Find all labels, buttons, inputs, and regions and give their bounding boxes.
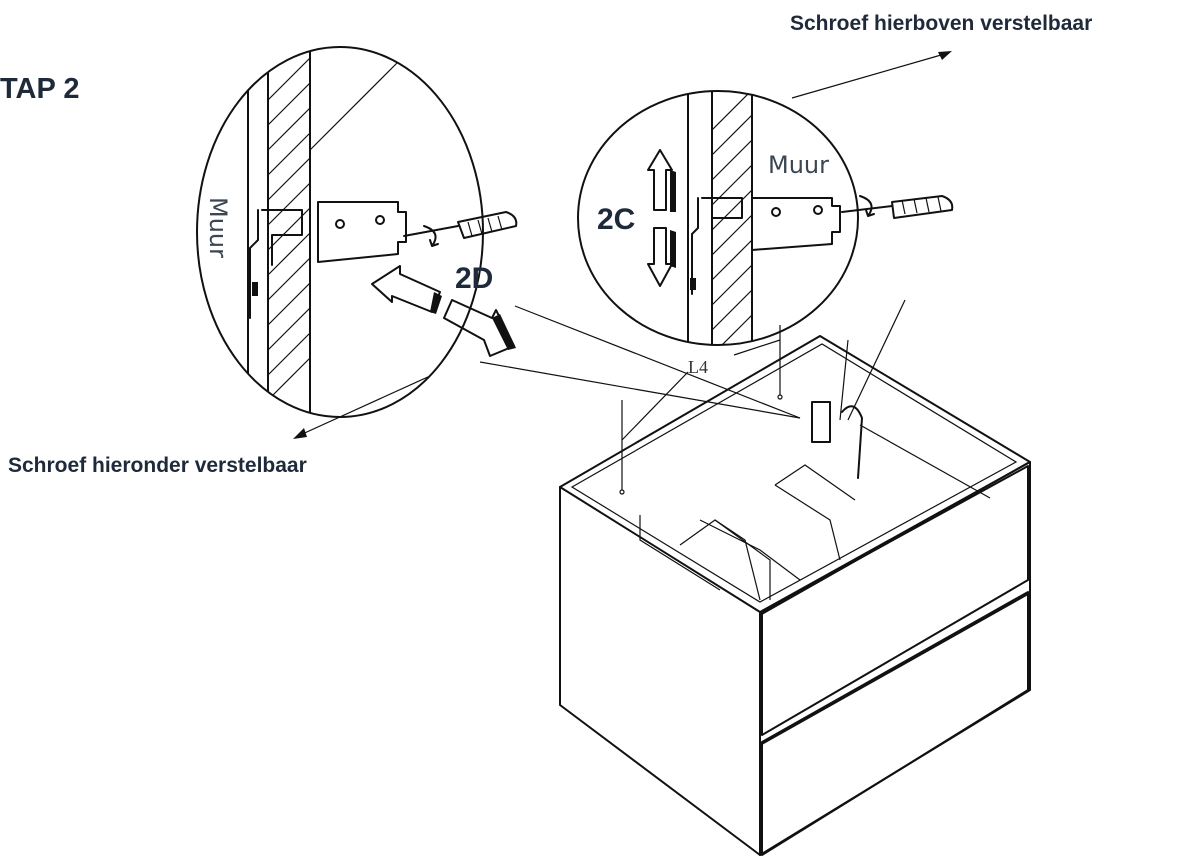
note-arrow-bottom — [293, 428, 307, 439]
vanity-cabinet — [559, 325, 1031, 856]
detail-circle-left — [196, 46, 518, 418]
note-arrow-top — [938, 51, 952, 60]
wall-label-right: Muur — [768, 151, 829, 179]
dimension-label: L4 — [688, 357, 708, 377]
callout-code-2d: 2D — [455, 262, 494, 295]
note-bottom: Schroef hieronder verstelbaar — [8, 454, 307, 477]
screwdriver-icon — [403, 211, 518, 239]
callout-code-2c: 2C — [597, 203, 636, 236]
upper-drawer-front — [761, 465, 1029, 736]
cabinet-bracket — [811, 401, 831, 443]
lower-drawer-front — [761, 591, 1029, 856]
wall-label-left: Muur — [204, 197, 232, 258]
adjust-arrow-icon — [371, 265, 516, 357]
note-top: Schroef hierboven verstelbaar — [790, 12, 1093, 35]
hanging-bracket-icon — [249, 209, 303, 319]
detail-circle-right — [577, 90, 954, 346]
rotate-arrow-icon — [423, 225, 439, 247]
step-title: TAP 2 — [0, 73, 80, 105]
